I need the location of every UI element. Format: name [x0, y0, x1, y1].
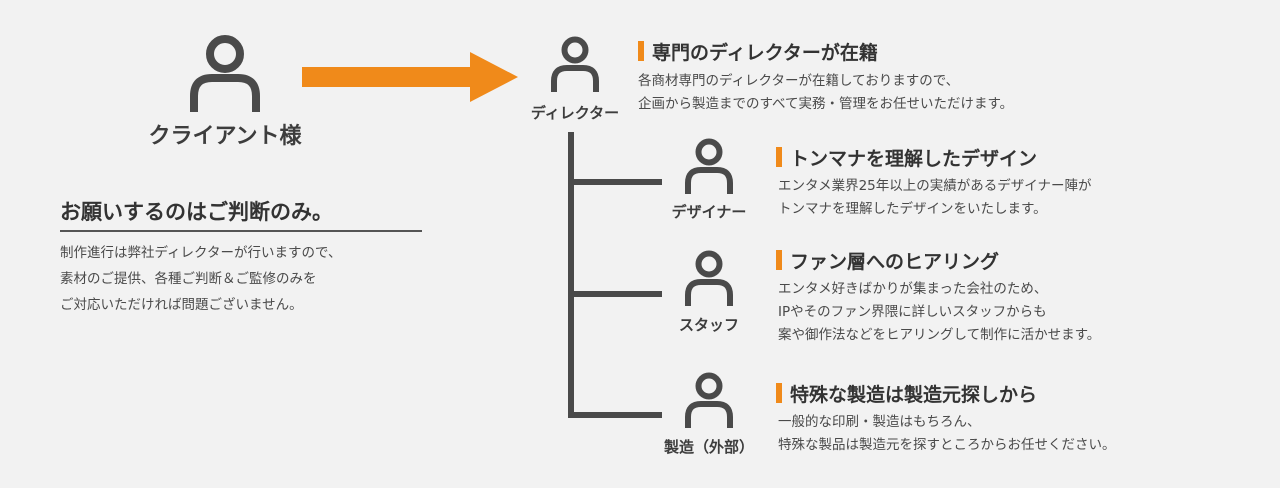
designer-description: エンタメ業界25年以上の実績があるデザイナー陣が トンマナを理解したデザインをい… — [778, 175, 1092, 221]
director-description: 各商材専門のディレクターが在籍しておりますので、 企画から製造までのすべて実務・… — [638, 70, 1013, 116]
intro-line: 制作進行は弊社ディレクターが行いますので、 — [60, 245, 342, 261]
director-line: 企画から製造までのすべて実務・管理をお任せいただけます。 — [638, 96, 1014, 112]
intro-title: お願いするのはご判断のみ。 — [60, 196, 422, 232]
staff-heading: ファン層へのヒアリング — [776, 247, 999, 274]
designer-person-icon — [684, 138, 734, 196]
arrow-right-icon — [302, 50, 520, 108]
tree-vertical-line — [568, 132, 574, 418]
client-person-icon — [188, 34, 262, 114]
staff-description: エンタメ好きばかりが集まった会社のため、 IPやそのファン界隈に詳しいスタッフか… — [778, 278, 1100, 347]
client-label: クライアント様 — [148, 124, 302, 149]
manufacturer-line: 特殊な製品は製造元を探すところからお任せください。 — [778, 437, 1116, 453]
staff-label: スタッフ — [678, 316, 739, 334]
director-line: 各商材専門のディレクターが在籍しておりますので、 — [638, 73, 960, 89]
intro-line: 素材のご提供、各種ご判断＆ご監修のみを — [60, 271, 317, 287]
designer-line: トンマナを理解したデザインをいたします。 — [778, 201, 1047, 217]
director-heading: 専門のディレクターが在籍 — [638, 38, 878, 65]
manufacturer-description: 一般的な印刷・製造はもちろん、 特殊な製品は製造元を探すところからお任せください… — [778, 411, 1116, 457]
designer-line: エンタメ業界25年以上の実績があるデザイナー陣が — [778, 178, 1092, 194]
manufacturer-heading: 特殊な製造は製造元探しから — [776, 380, 1037, 407]
director-person-icon — [550, 36, 600, 94]
tree-branch-line-staff — [568, 291, 662, 297]
staff-line: エンタメ好きばかりが集まった会社のため、 — [778, 281, 1048, 297]
intro-line: ご対応いただければ問題ございません。 — [60, 297, 303, 313]
staff-person-icon — [684, 250, 734, 308]
intro-description: 制作進行は弊社ディレクターが行いますので、 素材のご提供、各種ご判断＆ご監修のみ… — [60, 240, 341, 318]
designer-heading: トンマナを理解したデザイン — [776, 144, 1037, 171]
tree-branch-line-designer — [568, 179, 662, 185]
manufacturer-person-icon — [684, 372, 734, 430]
staff-line: 案や御作法などをヒアリングして制作に活かせます。 — [778, 327, 1101, 343]
manufacturer-line: 一般的な印刷・製造はもちろん、 — [778, 414, 981, 430]
tree-branch-line-manufacturer — [568, 412, 662, 418]
designer-label: デザイナー — [671, 203, 747, 221]
director-label: ディレクター — [530, 104, 620, 122]
staff-line: IPやそのファン界隈に詳しいスタッフからも — [778, 304, 1047, 320]
manufacturer-label: 製造（外部） — [663, 438, 754, 456]
